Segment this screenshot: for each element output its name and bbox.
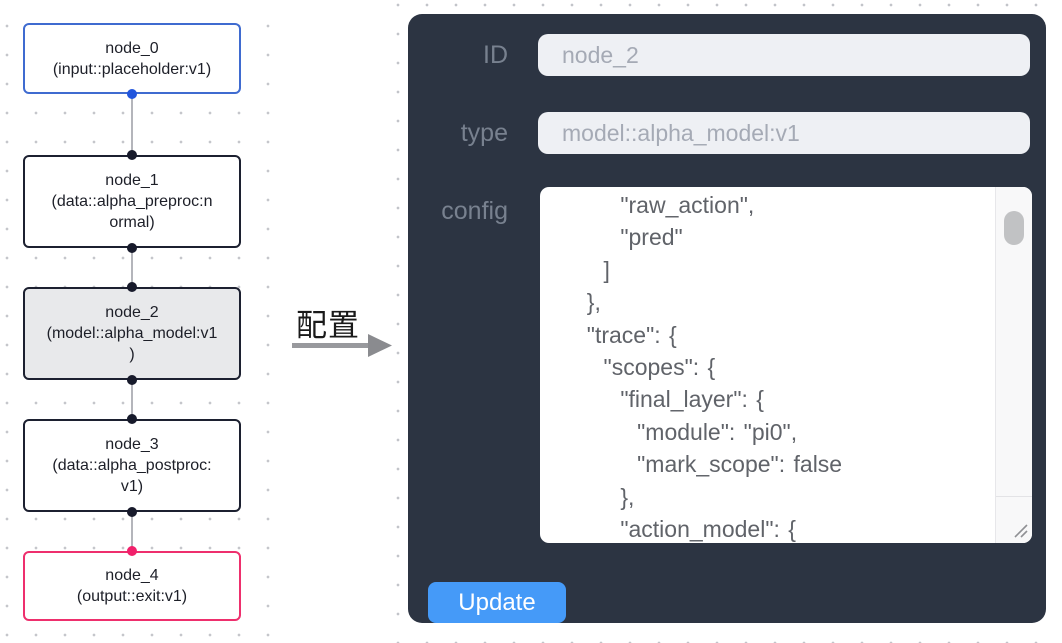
- edge-node1-node2: [131, 248, 133, 287]
- node-label: node_3 (data::alpha_postproc: v1): [52, 436, 212, 495]
- flow-editor-canvas[interactable]: node_0 (input::placeholder:v1) node_1 (d…: [0, 0, 281, 643]
- id-input[interactable]: [538, 34, 1030, 76]
- edge-node3-node4: [131, 512, 133, 551]
- configure-annotation-label: 配置: [296, 308, 360, 343]
- node-label: node_0 (input::placeholder:v1): [52, 39, 212, 78]
- config-panel-canvas: ID type config "raw_action", "pred" ] },…: [392, 0, 1062, 643]
- resize-grip-icon[interactable]: [1011, 521, 1028, 538]
- node-label: node_2 (model::alpha_model:v1 ): [46, 304, 218, 363]
- edge-node0-node1: [131, 94, 133, 155]
- target-handle-node_3[interactable]: [127, 414, 137, 424]
- type-field-label: type: [460, 119, 508, 147]
- target-handle-node_1[interactable]: [127, 150, 137, 160]
- config-field-label: config: [441, 197, 508, 225]
- config-scrollbar-thumb[interactable]: [1004, 211, 1024, 245]
- flow-node-node_1[interactable]: node_1 (data::alpha_preproc:n ormal): [23, 155, 241, 248]
- config-json-content: "raw_action", "pred" ] }, "trace": { "sc…: [586, 192, 843, 543]
- config-scrollbar-track[interactable]: [995, 187, 1032, 543]
- flow-node-node_0[interactable]: node_0 (input::placeholder:v1): [23, 23, 241, 94]
- node-label: node_1 (data::alpha_preproc:n ormal): [51, 172, 213, 231]
- node-config-panel: ID type config "raw_action", "pred" ] },…: [408, 14, 1046, 623]
- config-json-textarea[interactable]: "raw_action", "pred" ] }, "trace": { "sc…: [540, 187, 1032, 543]
- type-input[interactable]: [538, 112, 1030, 154]
- source-handle-node_3[interactable]: [127, 507, 137, 517]
- node-label: node_4 (output::exit:v1): [76, 567, 188, 605]
- source-handle-node_0[interactable]: [127, 89, 137, 99]
- flow-node-node_2-selected[interactable]: node_2 (model::alpha_model:v1 ): [23, 287, 241, 380]
- id-field-label: ID: [483, 41, 508, 69]
- right-arrow-icon: [292, 334, 392, 357]
- source-handle-node_2[interactable]: [127, 375, 137, 385]
- edge-node2-node3: [131, 380, 133, 419]
- target-handle-node_2[interactable]: [127, 282, 137, 292]
- flow-node-node_3[interactable]: node_3 (data::alpha_postproc: v1): [23, 419, 241, 512]
- target-handle-node_4[interactable]: [127, 546, 137, 556]
- update-button[interactable]: Update: [428, 582, 566, 623]
- flow-node-node_4[interactable]: node_4 (output::exit:v1): [23, 551, 241, 621]
- scrollbar-corner-divider: [996, 496, 1032, 497]
- source-handle-node_1[interactable]: [127, 243, 137, 253]
